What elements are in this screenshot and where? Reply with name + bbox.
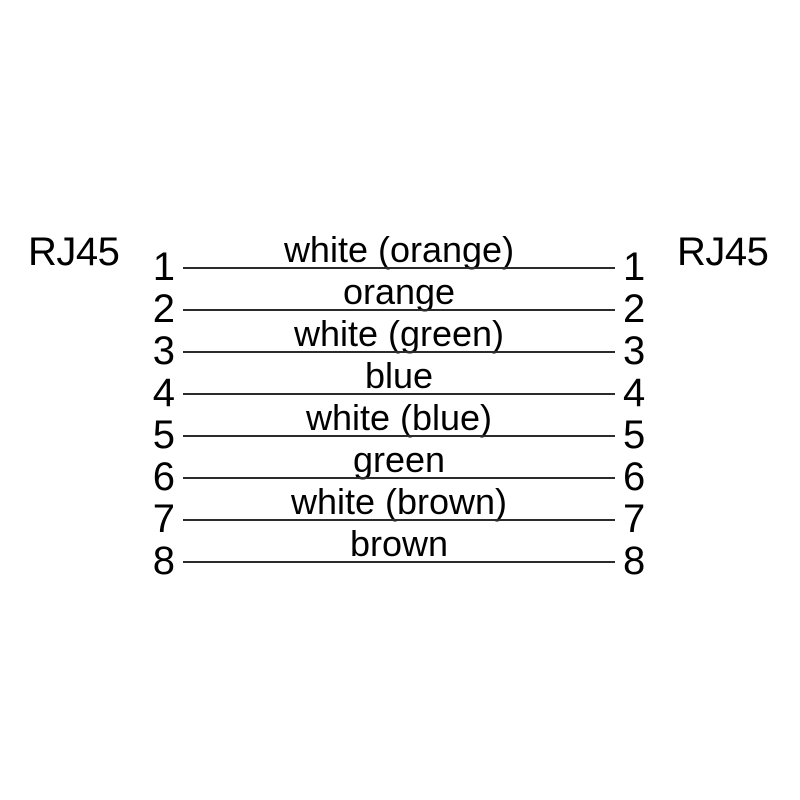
wire-color-label: white (brown) (290, 481, 508, 522)
right-pin-number: 2 (623, 287, 646, 331)
left-pin-number: 8 (152, 539, 175, 583)
wire-color-label: blue (364, 355, 434, 396)
left-connector-label: RJ45 (28, 230, 120, 274)
left-pin-number: 5 (152, 413, 175, 457)
wire-line (183, 519, 615, 521)
wire-color-label: green (352, 439, 446, 480)
right-pin-number: 8 (623, 539, 646, 583)
wire-line (183, 561, 615, 563)
right-pin-number: 4 (623, 371, 646, 415)
wire-color-label: brown (349, 523, 449, 564)
right-pin-number: 7 (623, 497, 646, 541)
left-pin-number: 2 (152, 287, 175, 331)
wire-line (183, 309, 615, 311)
left-pin-number: 4 (152, 371, 175, 415)
wire-color-label: white (orange) (283, 229, 515, 270)
wire-line (183, 351, 615, 353)
wire-line (183, 477, 615, 479)
wire-color-label: white (green) (293, 313, 505, 354)
left-pin-number: 6 (152, 455, 175, 499)
right-pin-number: 1 (623, 245, 646, 289)
left-pin-number: 3 (152, 329, 175, 373)
wire-color-label: orange (342, 271, 456, 312)
right-pin-number: 6 (623, 455, 646, 499)
wire-line (183, 435, 615, 437)
right-pin-number: 5 (623, 413, 646, 457)
wire-color-label: white (blue) (305, 397, 493, 438)
right-connector-label: RJ45 (677, 230, 769, 274)
left-pin-number: 7 (152, 497, 175, 541)
left-pin-number: 1 (152, 245, 175, 289)
wire-line (183, 393, 615, 395)
right-pin-number: 3 (623, 329, 646, 373)
wire-line (183, 267, 615, 269)
